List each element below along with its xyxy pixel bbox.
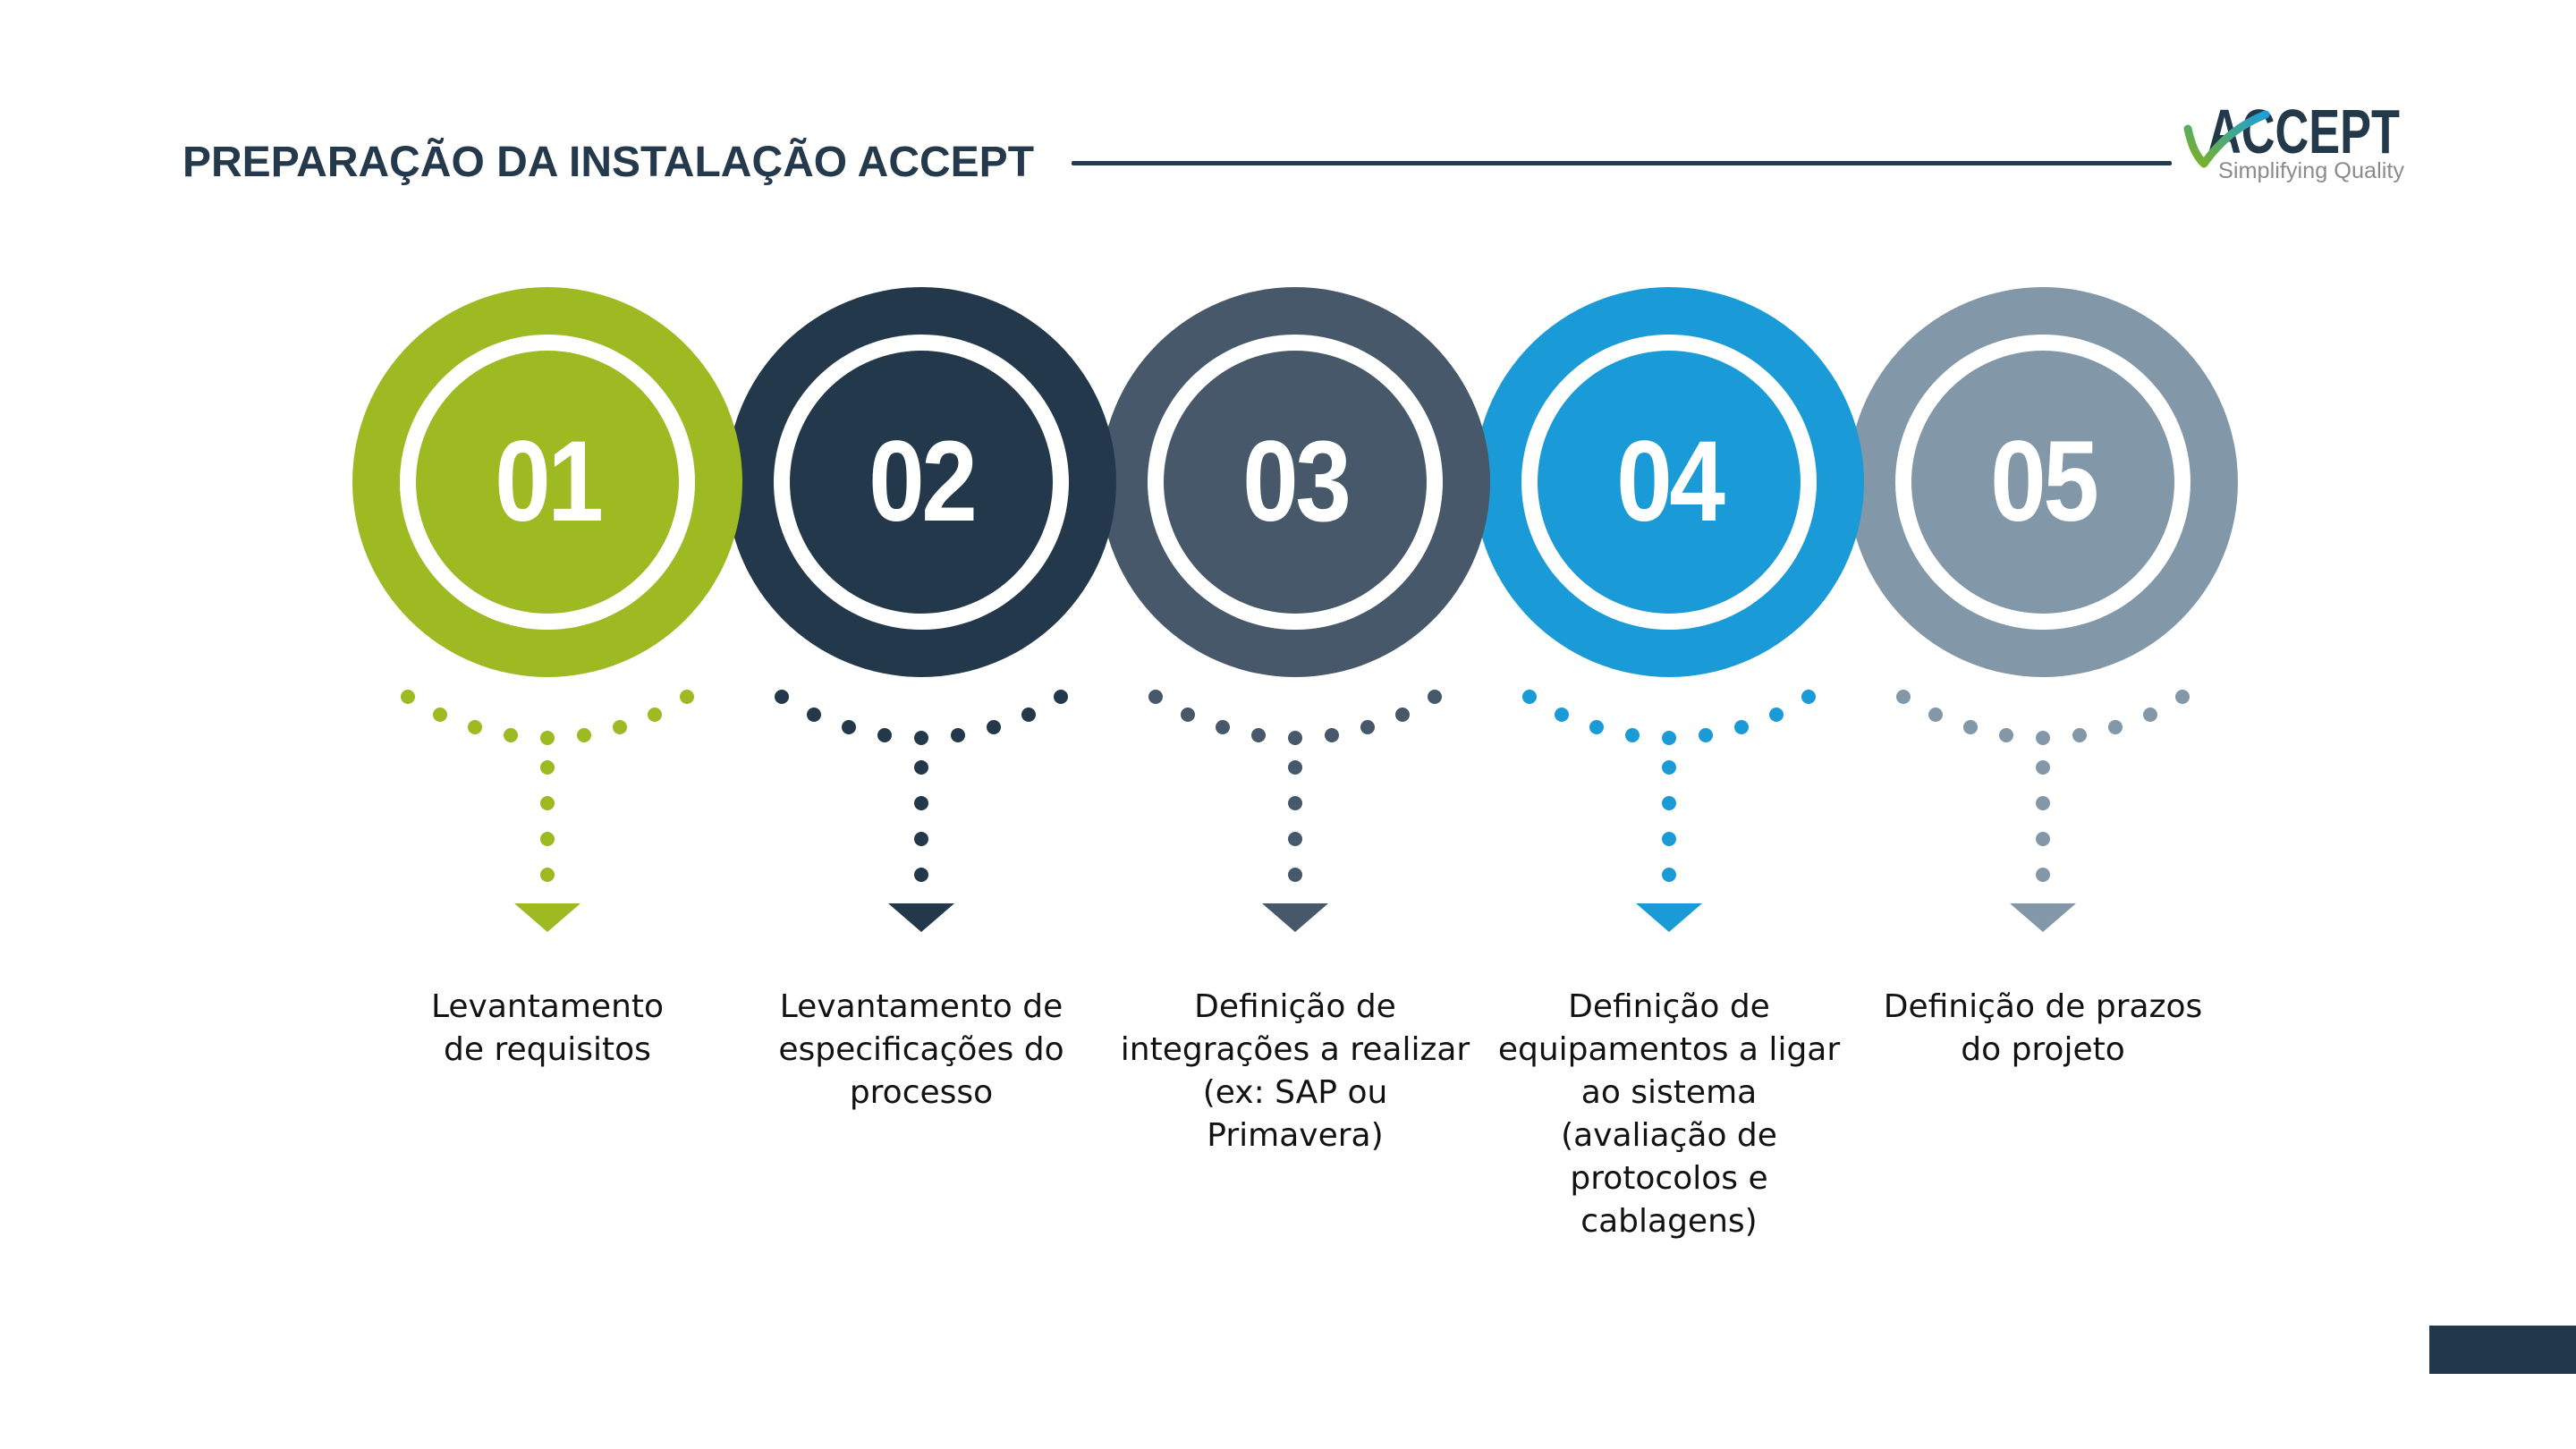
logo-check-icon bbox=[2183, 110, 2270, 168]
step-4: 04 Definição de equipamentos a ligar ao … bbox=[1472, 287, 1866, 1243]
corner-accent bbox=[2429, 1326, 2576, 1374]
arrow-down-dotted-icon bbox=[1508, 689, 1830, 948]
step-circle: 03 bbox=[1100, 287, 1490, 677]
title-divider bbox=[1072, 160, 2172, 165]
page-title: PREPARAÇÃO DA INSTALAÇÃO ACCEPT bbox=[182, 139, 1035, 186]
step-2: 02 Levantamento de especificações do pro… bbox=[724, 287, 1118, 1114]
step-circle: 01 bbox=[352, 287, 742, 677]
header: PREPARAÇÃO DA INSTALAÇÃO ACCEPT bbox=[182, 141, 2172, 184]
step-label: Definição de equipamentos a ligar ao sis… bbox=[1497, 988, 1841, 1240]
step-3: 03 Definição de integrações a realizar (… bbox=[1098, 287, 1492, 1157]
step-number: 01 bbox=[494, 418, 604, 546]
step-circle: 05 bbox=[1848, 287, 2238, 677]
logo-tagline: Simplifying Quality bbox=[2218, 158, 2404, 183]
step-label: Definição de prazos do projeto bbox=[1883, 988, 2203, 1068]
arrow-down-dotted-icon bbox=[386, 689, 708, 948]
step-number: 04 bbox=[1615, 418, 1725, 546]
step-number: 05 bbox=[1989, 418, 2099, 546]
step-number: 02 bbox=[868, 418, 978, 546]
step-circle: 04 bbox=[1474, 287, 1864, 677]
step-1: 01 Levantamento de requisitos bbox=[351, 287, 744, 1072]
step-number: 03 bbox=[1241, 418, 1352, 546]
arrow-down-dotted-icon bbox=[1134, 689, 1456, 948]
step-label: Levantamento de especificações do proces… bbox=[778, 988, 1064, 1111]
step-label: Levantamento de requisitos bbox=[430, 988, 665, 1068]
logo: ACCEPT Simplifying Quality bbox=[2183, 97, 2404, 183]
step-5: 05 Definição de prazos do projeto bbox=[1846, 287, 2240, 1072]
arrow-down-dotted-icon bbox=[1882, 689, 2204, 948]
step-label: Definição de integrações a realizar (ex:… bbox=[1120, 988, 1470, 1154]
step-circle: 02 bbox=[726, 287, 1116, 677]
arrow-down-dotted-icon bbox=[760, 689, 1082, 948]
